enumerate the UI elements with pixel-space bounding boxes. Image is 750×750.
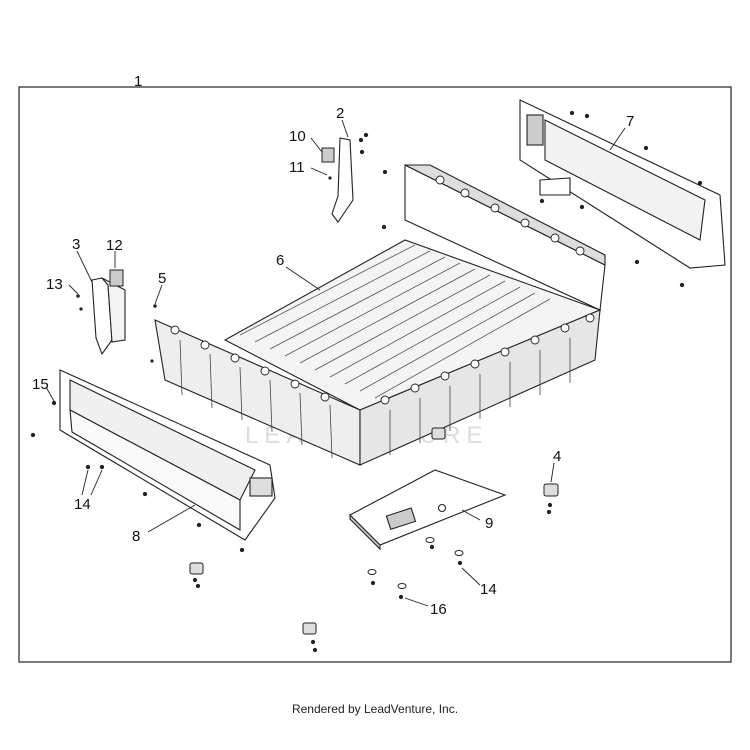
callout-6: 6 — [276, 252, 284, 269]
callout-14-right: 14 — [480, 581, 497, 598]
callout-9: 9 — [485, 515, 493, 532]
bracket-part-3[interactable] — [91, 277, 126, 356]
callout-5: 5 — [158, 270, 166, 287]
callout-2: 2 — [336, 105, 344, 122]
callout-1: 1 — [134, 73, 142, 90]
callouts: 1 2 3 4 5 6 7 8 9 10 11 12 13 14 14 15 1… — [32, 73, 634, 618]
callout-10: 10 — [289, 128, 306, 145]
fastener-part-13[interactable] — [76, 176, 332, 363]
callout-13: 13 — [46, 276, 63, 293]
bracket-part-2[interactable] — [331, 132, 388, 230]
callout-7: 7 — [626, 113, 634, 130]
bumper-part-4b[interactable] — [431, 427, 446, 440]
skid-plate-part[interactable] — [349, 469, 507, 551]
callout-4: 4 — [553, 448, 561, 465]
callout-14-left: 14 — [74, 496, 91, 513]
rear-panel-part[interactable] — [519, 99, 726, 288]
callout-15: 15 — [32, 376, 49, 393]
bumper-part-4d[interactable] — [302, 622, 318, 653]
callout-8: 8 — [132, 528, 140, 545]
bumper-part-4c[interactable] — [189, 562, 204, 589]
callout-16: 16 — [430, 601, 447, 618]
latch-part-12[interactable] — [109, 269, 124, 287]
bumper-part-4[interactable] — [543, 483, 559, 515]
callout-3: 3 — [72, 236, 80, 253]
footer-credit: Rendered by LeadVenture, Inc. — [291, 702, 459, 716]
front-panel-part[interactable] — [30, 369, 276, 553]
cargo-bed-part[interactable] — [154, 164, 606, 466]
callout-11: 11 — [289, 159, 305, 176]
latch-part-10[interactable] — [321, 147, 335, 163]
callout-12: 12 — [106, 237, 123, 254]
diagram-frame — [18, 86, 732, 663]
fastener-part-16[interactable] — [367, 537, 464, 600]
leader-lines — [45, 119, 626, 607]
